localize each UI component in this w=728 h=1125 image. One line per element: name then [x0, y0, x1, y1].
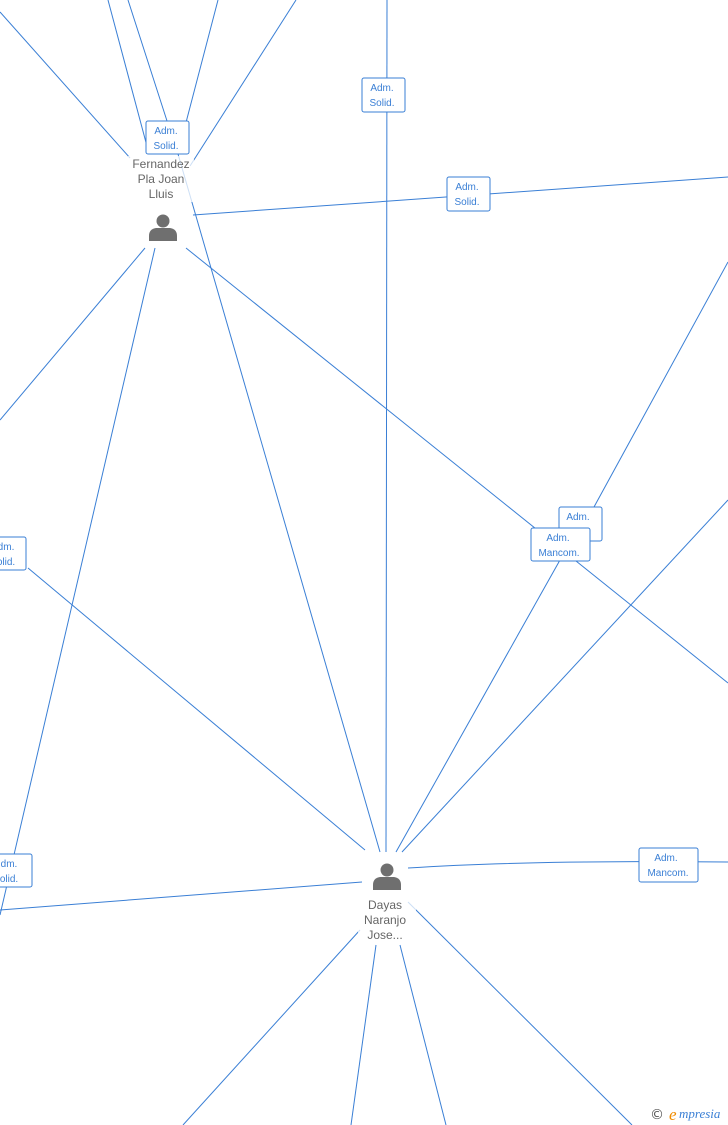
- person-name-line: Pla Joan: [138, 172, 185, 186]
- edge: [182, 0, 219, 135]
- role-label[interactable]: Adm. Solid.: [446, 176, 491, 212]
- role-label[interactable]: Adm. Mancom.: [638, 847, 699, 883]
- edge: [27, 567, 366, 851]
- edge: [593, 261, 728, 508]
- role-label-line: dm.: [0, 542, 14, 553]
- watermark: © e mpresia: [650, 1105, 721, 1124]
- edge: [127, 0, 169, 125]
- role-label-line: Solid.: [153, 141, 178, 152]
- role-label-line: dm.: [1, 859, 18, 870]
- person-name-line: Naranjo: [364, 913, 406, 927]
- role-label-line: Adm.: [370, 83, 393, 94]
- role-label-line: olid.: [0, 557, 15, 568]
- person-name-line: Lluis: [149, 187, 174, 201]
- edge: [0, 11, 131, 159]
- edge: [182, 929, 361, 1125]
- brand-logo-initial: e: [669, 1105, 677, 1124]
- person-icon: [149, 214, 177, 241]
- edge: [0, 247, 146, 421]
- person-node[interactable]: Dayas Naranjo Jose...: [358, 863, 416, 944]
- copyright-symbol: ©: [650, 1107, 664, 1123]
- edge: [350, 944, 377, 1125]
- person-name-line: Dayas: [368, 898, 402, 912]
- edge: [399, 944, 447, 1125]
- role-label[interactable]: dm. olid.: [0, 853, 33, 888]
- role-label-line: Adm.: [546, 533, 569, 544]
- edge: [401, 499, 728, 853]
- edge: [395, 559, 561, 853]
- edge: [407, 901, 633, 1125]
- person-node[interactable]: Fernandez Pla Joan Lluis: [128, 156, 194, 241]
- role-label-line: Solid.: [454, 197, 479, 208]
- edge: [185, 247, 728, 684]
- role-label-line: Adm.: [566, 512, 589, 523]
- edge: [177, 153, 381, 853]
- role-label-line: Mancom.: [538, 548, 579, 559]
- role-label-line: Adm.: [654, 853, 677, 864]
- edge: [0, 247, 156, 916]
- edge: [107, 0, 149, 151]
- person-name-line: Fernandez: [132, 157, 189, 171]
- role-label[interactable]: Adm. Solid.: [145, 120, 190, 155]
- brand-logo-text: mpresia: [679, 1106, 721, 1121]
- person-name-line: Jose...: [367, 928, 402, 942]
- role-label[interactable]: Adm. Mancom.: [530, 527, 591, 562]
- role-label-line: olid.: [0, 874, 18, 885]
- role-label-line: Solid.: [369, 98, 394, 109]
- person-icon: [373, 863, 401, 890]
- role-label[interactable]: dm. olid.: [0, 536, 27, 571]
- role-label-line: Mancom.: [647, 868, 688, 879]
- edge: [189, 0, 297, 167]
- role-labels: Adm. Solid. Adm. Solid. Adm. Solid. Adm.…: [0, 77, 699, 888]
- role-label-line: Adm.: [154, 126, 177, 137]
- edge: [0, 881, 363, 911]
- role-label-line: Adm.: [455, 182, 478, 193]
- role-label[interactable]: Adm. Solid.: [361, 77, 406, 113]
- edge: [385, 0, 388, 853]
